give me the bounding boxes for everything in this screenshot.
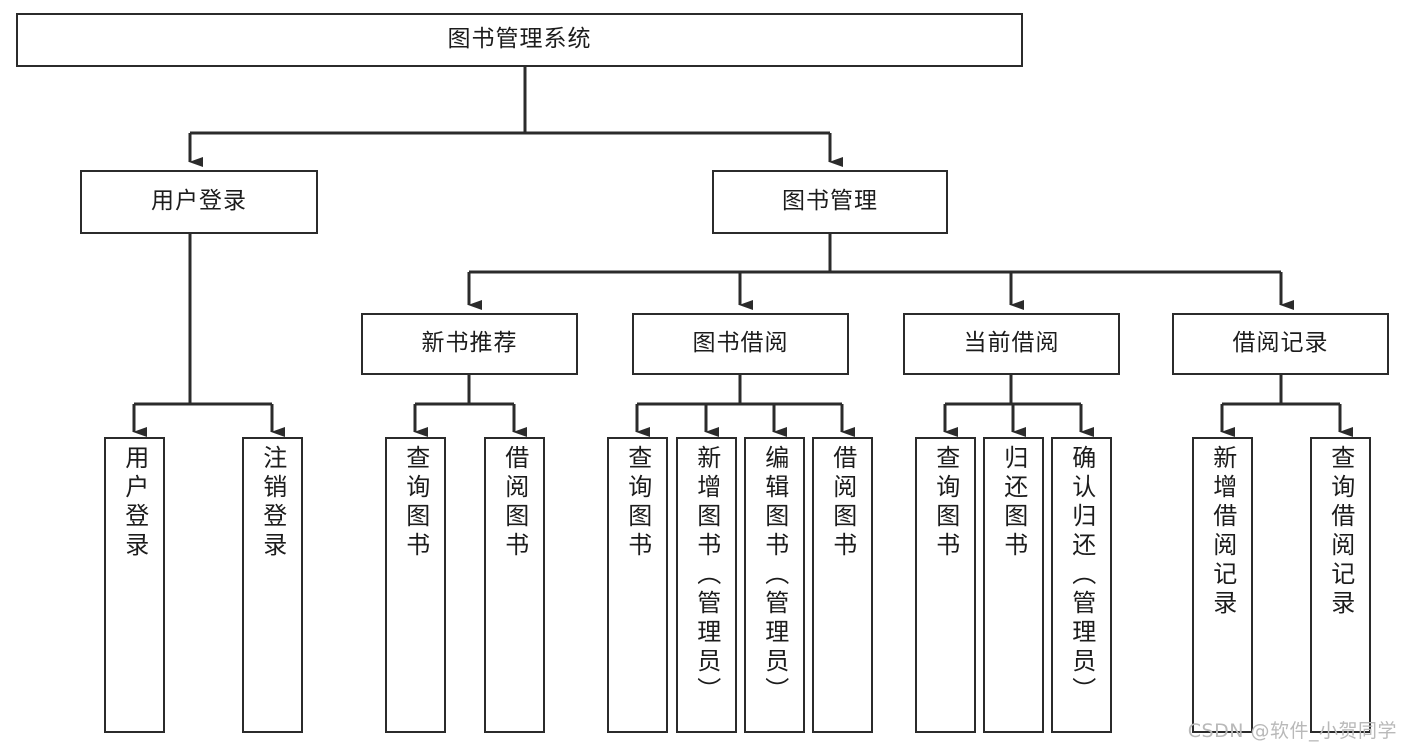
node-label: 查询图书	[401, 445, 430, 561]
node-label: 图书管理系统	[447, 26, 592, 53]
leaf-borrow-query-book[interactable]: 查询图书	[607, 437, 668, 733]
leaf-current-confirm-return[interactable]: 确认归还（管理员）	[1051, 437, 1112, 733]
node-label: 借阅记录	[1232, 330, 1329, 357]
node-new-book-recommend[interactable]: 新书推荐	[361, 313, 578, 375]
leaf-current-return-book[interactable]: 归还图书	[983, 437, 1044, 733]
node-borrow-records[interactable]: 借阅记录	[1172, 313, 1389, 375]
node-root-system[interactable]: 图书管理系统	[16, 13, 1023, 67]
leaf-new-book-borrow[interactable]: 借阅图书	[484, 437, 545, 733]
node-label: 编辑图书（管理员）	[760, 445, 789, 706]
leaf-borrow-borrow-book[interactable]: 借阅图书	[812, 437, 873, 733]
node-label: 查询借阅记录	[1326, 445, 1355, 619]
leaf-user-login-logout[interactable]: 注销登录	[242, 437, 303, 733]
leaf-new-book-query[interactable]: 查询图书	[385, 437, 446, 733]
leaf-current-query-book[interactable]: 查询图书	[915, 437, 976, 733]
node-book-management[interactable]: 图书管理	[712, 170, 948, 234]
leaf-user-login-login[interactable]: 用户登录	[104, 437, 165, 733]
leaf-record-query[interactable]: 查询借阅记录	[1310, 437, 1371, 733]
node-book-borrow[interactable]: 图书借阅	[632, 313, 849, 375]
leaf-borrow-edit-book[interactable]: 编辑图书（管理员）	[744, 437, 805, 733]
node-label: 新书推荐	[421, 330, 518, 357]
node-user-login[interactable]: 用户登录	[80, 170, 318, 234]
node-label: 新增图书（管理员）	[692, 445, 721, 706]
leaf-record-add[interactable]: 新增借阅记录	[1192, 437, 1253, 733]
node-label: 确认归还（管理员）	[1067, 445, 1096, 706]
node-label: 查询图书	[931, 445, 960, 561]
node-current-borrow[interactable]: 当前借阅	[903, 313, 1120, 375]
leaf-borrow-add-book[interactable]: 新增图书（管理员）	[676, 437, 737, 733]
node-label: 图书管理	[782, 188, 878, 215]
node-label: 查询图书	[623, 445, 652, 561]
node-label: 注销登录	[258, 445, 287, 561]
node-label: 图书借阅	[692, 330, 789, 357]
node-label: 用户登录	[120, 445, 149, 561]
watermark: CSDN @软件_小贺同学	[1187, 720, 1397, 742]
node-label: 归还图书	[999, 445, 1028, 561]
node-label: 新增借阅记录	[1208, 445, 1237, 619]
node-label: 用户登录	[151, 188, 247, 215]
node-label: 借阅图书	[828, 445, 857, 561]
node-label: 借阅图书	[500, 445, 529, 561]
node-label: 当前借阅	[963, 330, 1060, 357]
